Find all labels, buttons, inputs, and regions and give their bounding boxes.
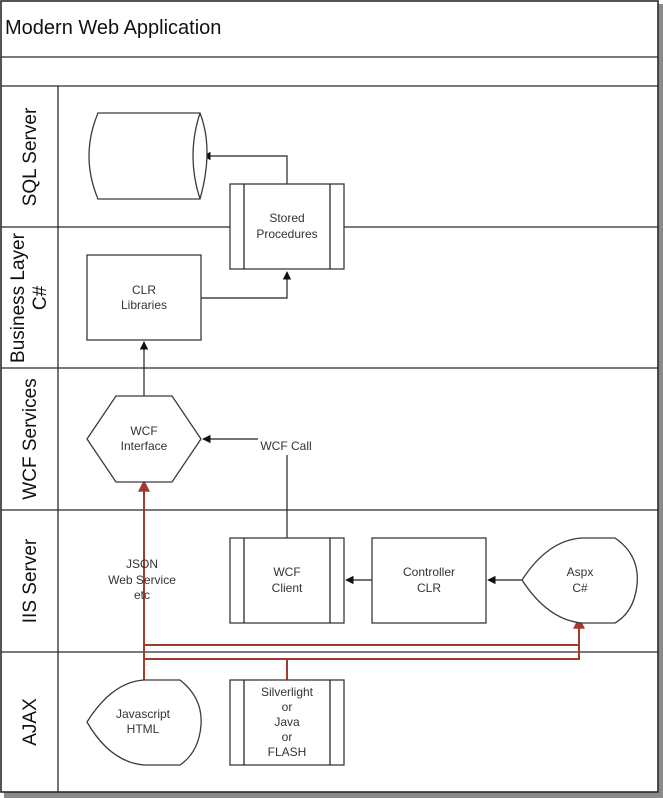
wcf-client-label-1: WCF — [273, 565, 300, 579]
node-database[interactable] — [88, 112, 208, 200]
node-silverlight[interactable]: Silverlight or Java or FLASH — [229, 679, 345, 766]
diagram-title: Modern Web Application — [5, 17, 221, 39]
node-wcf-interface[interactable]: WCF Interface — [86, 395, 202, 483]
connector-stored-procedures-to-database — [202, 151, 288, 184]
controller-clr-box — [371, 537, 487, 624]
silverlight-label-2: or — [282, 700, 293, 714]
node-clr-libraries[interactable]: CLR Libraries — [86, 254, 202, 341]
lane-label-business-csharp: C# — [30, 285, 51, 310]
lane-sql-server: SQL Server — [20, 107, 41, 206]
node-stored-procedures[interactable]: Stored Procedures — [229, 183, 345, 270]
stored-procedures-box — [229, 183, 345, 270]
wcf-client-box — [229, 537, 345, 624]
clr-libraries-label-2: Libraries — [121, 298, 167, 312]
silverlight-box — [229, 679, 345, 766]
lane-label-iis-server: IIS Server — [20, 538, 41, 623]
clr-libraries-label-1: CLR — [132, 283, 156, 297]
node-wcf-client[interactable]: WCF Client — [229, 537, 345, 624]
stored-procedures-label-1: Stored — [269, 211, 304, 225]
lane-iis-server: IIS Server — [20, 538, 41, 623]
aspx-display-shape — [521, 537, 638, 624]
wcf-interface-hexagon — [86, 395, 202, 483]
node-aspx[interactable]: Aspx C# — [521, 537, 638, 624]
lane-business-layer: Business Layer C# — [8, 232, 51, 363]
silverlight-label-5: FLASH — [268, 745, 307, 759]
json-label-line-3: etc — [134, 588, 150, 602]
node-controller-clr[interactable]: Controller CLR — [371, 537, 487, 624]
connector-javascript-to-aspx-lower — [144, 640, 580, 660]
javascript-html-label-2: HTML — [127, 722, 160, 736]
silverlight-label-4: or — [282, 730, 293, 744]
wcf-call-label: WCF Call — [260, 439, 311, 453]
wcf-interface-label-1: WCF — [130, 424, 157, 438]
connector-clr-to-stored-procedures — [201, 271, 292, 299]
javascript-html-label-1: Javascript — [116, 707, 171, 721]
wcf-client-label-2: Client — [272, 581, 303, 595]
clr-libraries-box — [86, 254, 202, 341]
node-javascript-html[interactable]: Javascript HTML — [86, 679, 202, 766]
controller-clr-label-2: CLR — [417, 581, 441, 595]
aspx-label-1: Aspx — [567, 565, 594, 579]
aspx-label-2: C# — [572, 581, 588, 595]
controller-clr-label-1: Controller — [403, 565, 455, 579]
lane-label-wcf-services: WCF Services — [20, 378, 41, 499]
lane-label-business-layer: Business Layer — [8, 232, 29, 363]
stored-procedures-label-2: Procedures — [256, 227, 317, 241]
silverlight-label-3: Java — [274, 715, 300, 729]
javascript-html-display-shape — [86, 679, 202, 766]
lane-wcf-services: WCF Services — [20, 378, 41, 499]
json-label-line-1: JSON — [126, 557, 158, 571]
json-label-line-2: Web Service — [108, 573, 176, 587]
lane-label-sql-server: SQL Server — [20, 107, 41, 206]
json-web-service-label: JSON Web Service etc — [108, 557, 176, 602]
wcf-interface-label-2: Interface — [121, 439, 168, 453]
lane-ajax: AJAX — [20, 698, 41, 746]
database-cylinder-body — [88, 112, 208, 200]
database-cylinder-edge — [192, 112, 201, 200]
silverlight-label-1: Silverlight — [261, 685, 314, 699]
lane-label-ajax: AJAX — [20, 698, 41, 746]
